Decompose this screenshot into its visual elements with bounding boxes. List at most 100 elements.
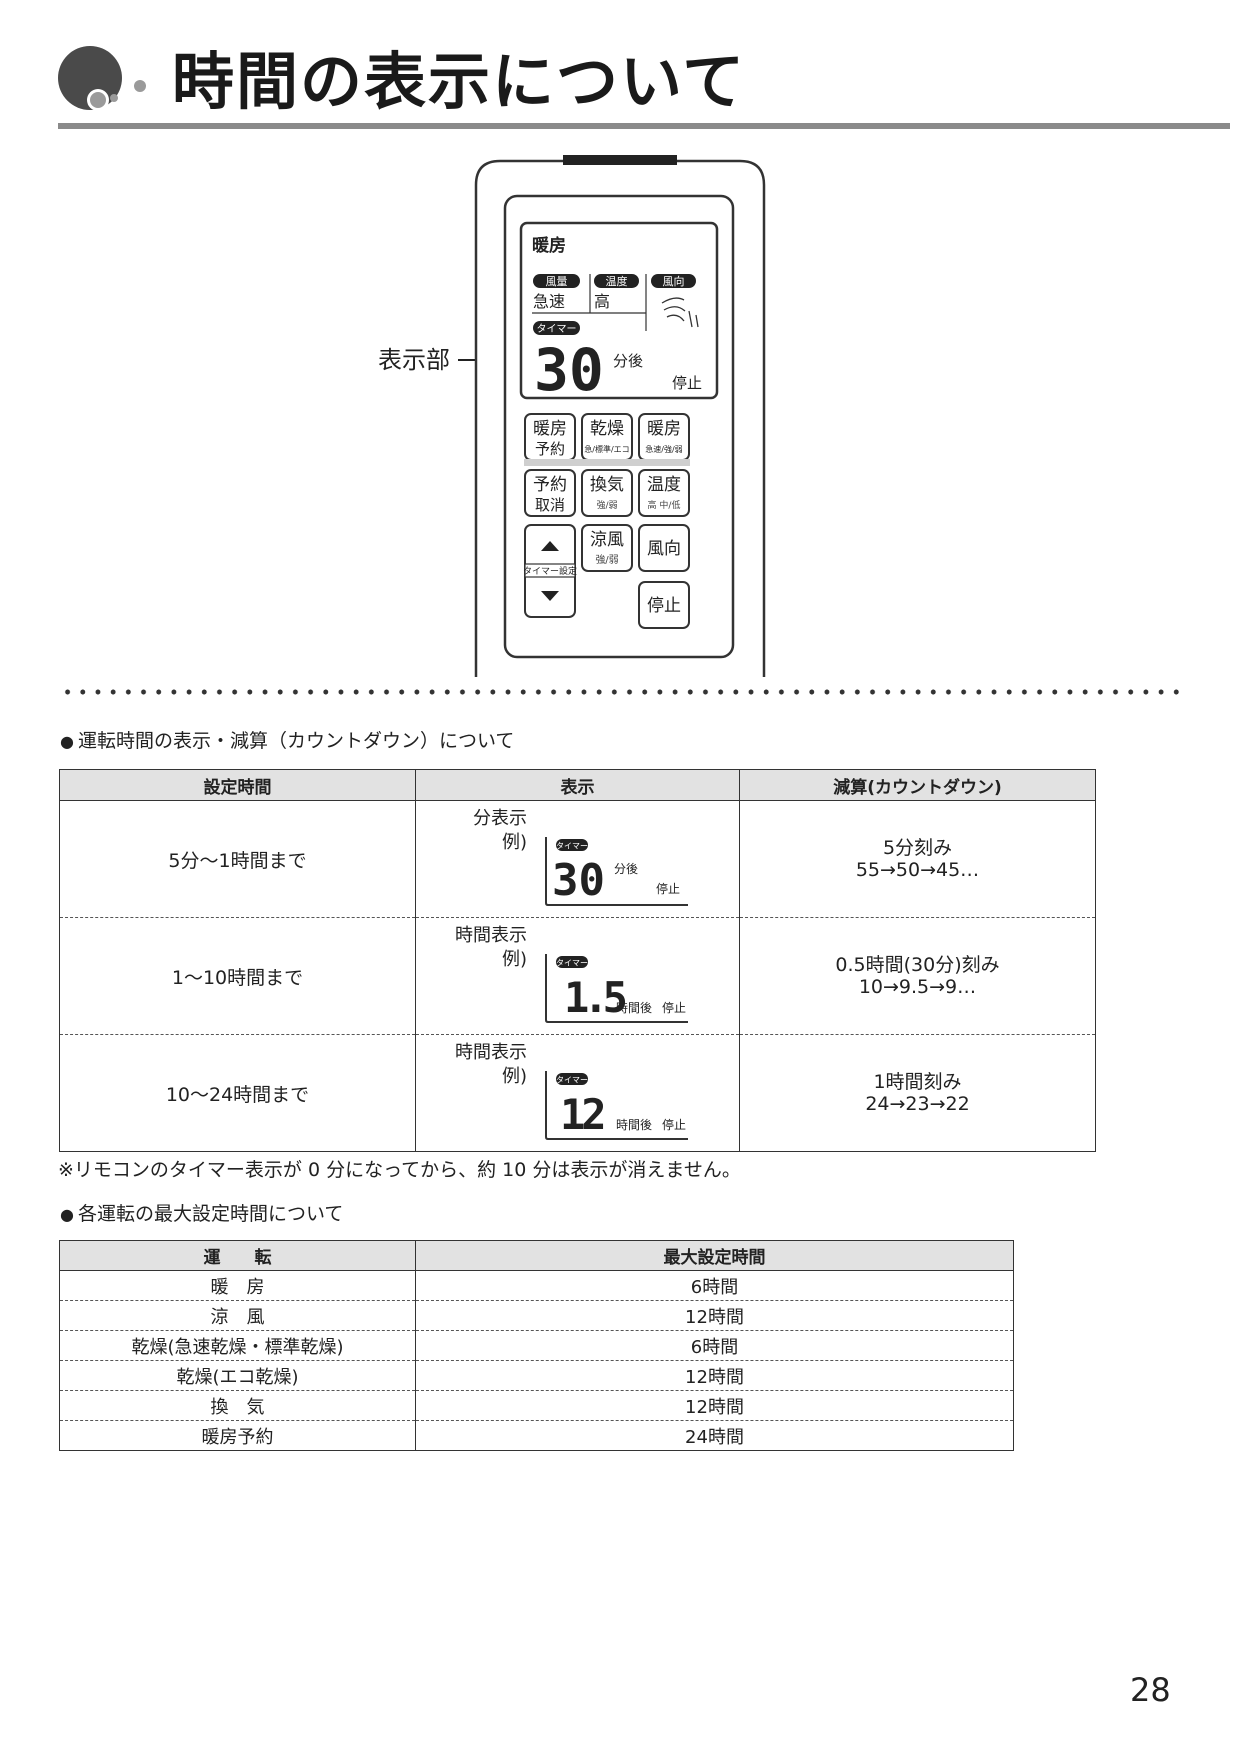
table-row: 乾燥(急速乾燥・標準乾燥) 6時間	[59, 1330, 1014, 1361]
mode-cell: 暖房予約	[59, 1420, 416, 1451]
max-time-cell: 6時間	[415, 1270, 1014, 1301]
section1-heading: ●運転時間の表示・減算（カウントダウン）について	[60, 730, 515, 752]
countdown-step: 1時間刻み	[873, 1071, 962, 1093]
lcd-timer-digits: 30	[534, 336, 604, 404]
svg-text:停止: 停止	[662, 1117, 686, 1132]
display-example-label: 例)	[501, 1066, 527, 1087]
mode-cell: 暖 房	[59, 1270, 416, 1301]
countdown-step: 5分刻み	[882, 837, 953, 859]
svg-text:温度: 温度	[647, 475, 681, 495]
range-cell: 10〜24時間まで	[59, 1034, 416, 1152]
svg-text:分後: 分後	[614, 862, 638, 876]
display-cell: 分表示 例) タイマー 30 分後 停止	[415, 800, 740, 918]
svg-text:換気: 換気	[590, 475, 624, 495]
section2-heading: ●各運転の最大設定時間について	[60, 1203, 344, 1225]
table-row: 5分〜1時間まで 分表示 例) タイマー 30 分後 停止 5分刻み 55→50…	[59, 800, 1096, 918]
table-row: 涼 風 12時間	[59, 1300, 1014, 1331]
dotted-separator	[60, 688, 1180, 696]
title-rule	[58, 123, 1230, 129]
countdown-cell: 5分刻み 55→50→45…	[739, 800, 1096, 918]
max-time-cell: 6時間	[415, 1330, 1014, 1361]
display-type: 時間表示	[455, 925, 527, 946]
countdown-cell: 0.5時間(30分)刻み 10→9.5→9…	[739, 917, 1096, 1035]
lcd-status: 停止	[672, 374, 702, 392]
mode-cell: 換 気	[59, 1390, 416, 1421]
max-time-cell: 12時間	[415, 1390, 1014, 1421]
svg-text:取消: 取消	[535, 496, 565, 514]
page-number: 28	[1130, 1671, 1171, 1709]
table-header-row: 運 転 最大設定時間	[59, 1240, 1014, 1271]
svg-text:1.5: 1.5	[564, 973, 626, 1022]
countdown-table: 設定時間 表示 減算(カウントダウン) 5分〜1時間まで 分表示 例) タイマー…	[59, 769, 1096, 1152]
svg-text:30: 30	[552, 855, 605, 906]
header-max-time: 最大設定時間	[415, 1240, 1014, 1271]
svg-text:停止: 停止	[656, 881, 680, 896]
svg-text:12: 12	[560, 1090, 603, 1139]
lcd-timer-tag: タイマー	[537, 323, 577, 335]
svg-text:タイマー: タイマー	[556, 842, 588, 851]
svg-text:乾燥: 乾燥	[590, 419, 624, 439]
display-example-label: 例)	[501, 949, 527, 970]
countdown-sequence: 10→9.5→9…	[858, 976, 977, 998]
svg-text:停止: 停止	[662, 1000, 686, 1015]
svg-text:暖房: 暖房	[533, 419, 567, 439]
max-time-cell: 12時間	[415, 1360, 1014, 1391]
lcd-fan-value: 急速	[533, 292, 565, 311]
svg-text:急/標準/エコ: 急/標準/エコ	[584, 444, 629, 454]
svg-text:予約: 予約	[533, 475, 567, 495]
display-cell: 時間表示 例) タイマー 1.5 時間後 停止	[415, 917, 740, 1035]
table-row: 1〜10時間まで 時間表示 例) タイマー 1.5 時間後 停止 0.5時間(3…	[59, 917, 1096, 1035]
lcd-dir-tag: 風向	[663, 274, 685, 288]
countdown-sequence: 55→50→45…	[855, 859, 980, 881]
mini-lcd-display: タイマー 1.5 時間後 停止	[545, 954, 688, 1023]
svg-text:風向: 風向	[647, 539, 681, 559]
mini-lcd-display: タイマー 30 分後 停止	[545, 837, 688, 906]
countdown-cell: 1時間刻み 24→23→22	[739, 1034, 1096, 1152]
header-display: 表示	[415, 769, 740, 801]
table-row: 換 気 12時間	[59, 1390, 1014, 1421]
display-example-label: 例)	[501, 832, 527, 853]
svg-text:タイマー: タイマー	[556, 959, 588, 968]
svg-text:暖房: 暖房	[647, 419, 681, 439]
remote-ir-window	[563, 155, 677, 165]
svg-text:タイマー設定: タイマー設定	[523, 565, 577, 577]
svg-text:強/弱: 強/弱	[596, 499, 617, 511]
max-time-cell: 12時間	[415, 1300, 1014, 1331]
header-countdown: 減算(カウントダウン)	[739, 769, 1096, 801]
table-row: 暖 房 6時間	[59, 1270, 1014, 1301]
remote-lcd	[519, 221, 719, 400]
mode-cell: 乾燥(エコ乾燥)	[59, 1360, 416, 1391]
max-time-cell: 24時間	[415, 1420, 1014, 1451]
mode-cell: 乾燥(急速乾燥・標準乾燥)	[59, 1330, 416, 1361]
mini-lcd-display: タイマー 12 時間後 停止	[545, 1071, 688, 1140]
header-setting-time: 設定時間	[59, 769, 416, 801]
section-header-icon	[58, 46, 146, 111]
timer-note: ※リモコンのタイマー表示が 0 分になってから、約 10 分は表示が消えません。	[58, 1159, 741, 1181]
lcd-mode: 暖房	[532, 235, 566, 256]
lcd-fan-tag: 風量	[546, 275, 568, 288]
svg-text:予約: 予約	[535, 440, 565, 458]
range-cell: 1〜10時間まで	[59, 917, 416, 1035]
display-type: 時間表示	[455, 1042, 527, 1063]
display-type: 分表示	[473, 808, 527, 829]
page-title: 時間の表示について	[172, 45, 747, 118]
display-cell: 時間表示 例) タイマー 12 時間後 停止	[415, 1034, 740, 1152]
svg-text:時間後: 時間後	[616, 1118, 652, 1132]
display-area-label: 表示部	[378, 346, 450, 374]
lcd-timer-unit: 分後	[613, 352, 643, 370]
header-mode: 運 転	[59, 1240, 416, 1271]
remote-control-illustration: 暖房 風量 温度 風向 急速 高 タイマー 30 分後 停止 暖房 予約 乾燥 …	[474, 155, 766, 677]
svg-text:タイマー: タイマー	[556, 1076, 588, 1085]
mode-cell: 涼 風	[59, 1300, 416, 1331]
svg-text:急速/強/弱: 急速/強/弱	[645, 444, 682, 454]
svg-text:停止: 停止	[647, 596, 681, 616]
range-cell: 5分〜1時間まで	[59, 800, 416, 918]
lcd-temp-tag: 温度	[606, 274, 628, 288]
svg-text:強/弱: 強/弱	[595, 553, 618, 566]
countdown-step: 0.5時間(30分)刻み	[835, 954, 1000, 976]
max-time-table: 運 転 最大設定時間 暖 房 6時間 涼 風 12時間 乾燥(急速乾燥・標準乾燥…	[59, 1240, 1014, 1451]
lcd-temp-value: 高	[594, 292, 610, 311]
table-header-row: 設定時間 表示 減算(カウントダウン)	[59, 769, 1096, 801]
lcd-wind-direction-icon	[661, 297, 699, 328]
svg-text:時間後: 時間後	[616, 1001, 652, 1015]
